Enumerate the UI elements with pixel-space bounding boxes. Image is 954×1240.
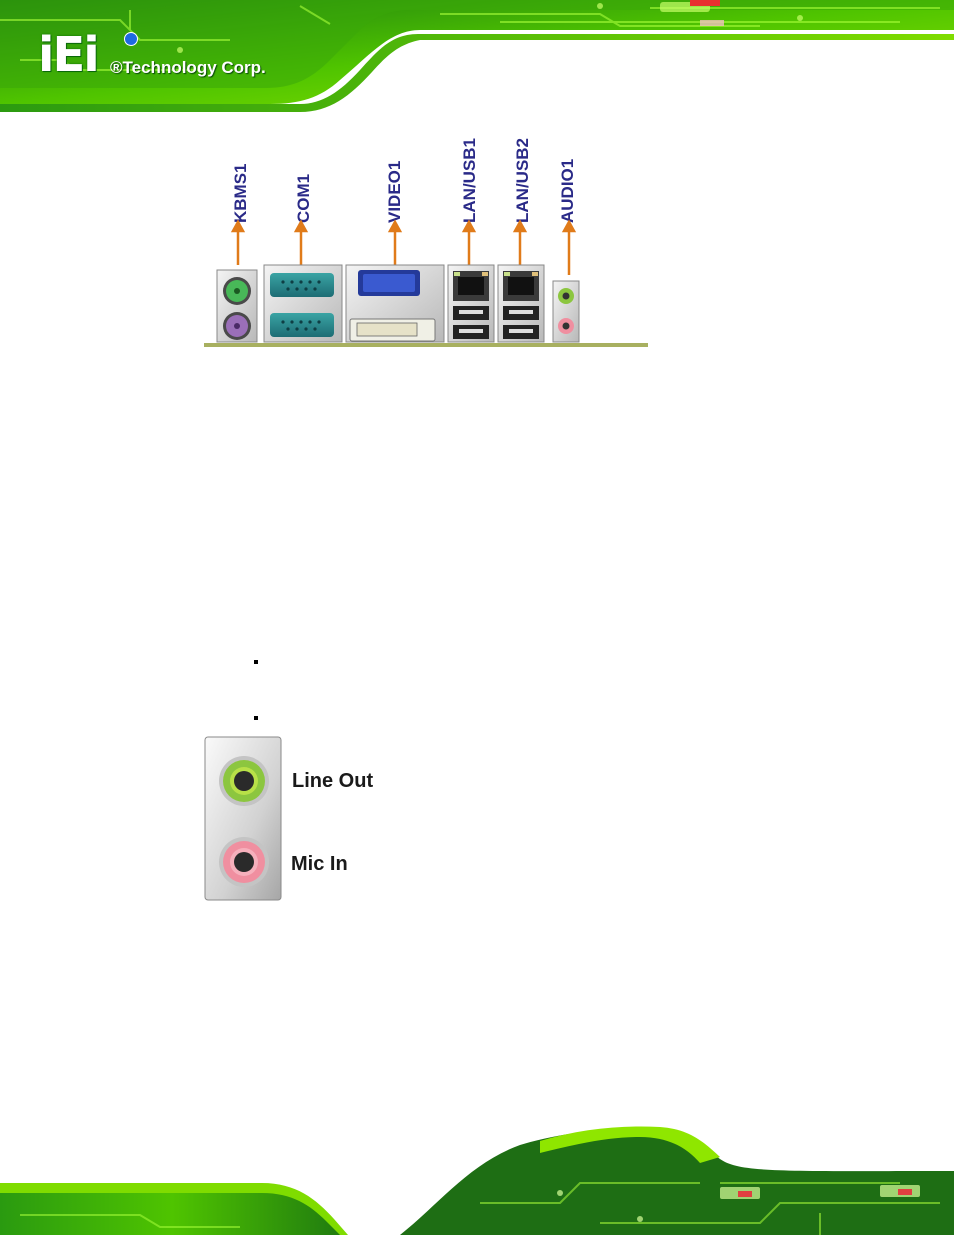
lan-usb2-connector — [497, 264, 545, 343]
header-pcb-banner — [0, 0, 954, 112]
audio-jack-illustration — [204, 736, 282, 901]
mic-in-label: Mic In — [291, 853, 348, 875]
com-connector — [263, 264, 343, 343]
logo-mark: iEi — [38, 27, 100, 83]
rear-panel-figure: KBMS1 COM1 VIDEO1 LAN/USB1 LAN/USB2 AUDI… — [200, 125, 652, 350]
logo-text: ®Technology Corp. — [110, 58, 266, 77]
rear-panel-illustration — [204, 219, 648, 347]
bullet-marker — [254, 716, 258, 720]
logo-dot-icon — [124, 32, 138, 46]
board-edge — [204, 343, 648, 347]
company-logo: iEi ®Technology Corp. — [38, 30, 298, 84]
audio1-connector — [552, 280, 580, 343]
lan-usb1-connector — [447, 264, 495, 343]
line-out-jack — [219, 756, 269, 806]
footer-pcb-banner — [0, 1126, 954, 1235]
mic-in-jack — [219, 837, 269, 887]
video-connector — [345, 264, 445, 343]
audio-connector-figure: Line Out Mic In — [204, 736, 424, 902]
bullet-marker — [254, 660, 258, 664]
line-out-label: Line Out — [292, 770, 374, 792]
pointer-arrows — [230, 219, 577, 275]
page-header: iEi ®Technology Corp. — [0, 0, 954, 112]
page-footer — [0, 1123, 954, 1235]
kbms-connector — [216, 269, 258, 343]
